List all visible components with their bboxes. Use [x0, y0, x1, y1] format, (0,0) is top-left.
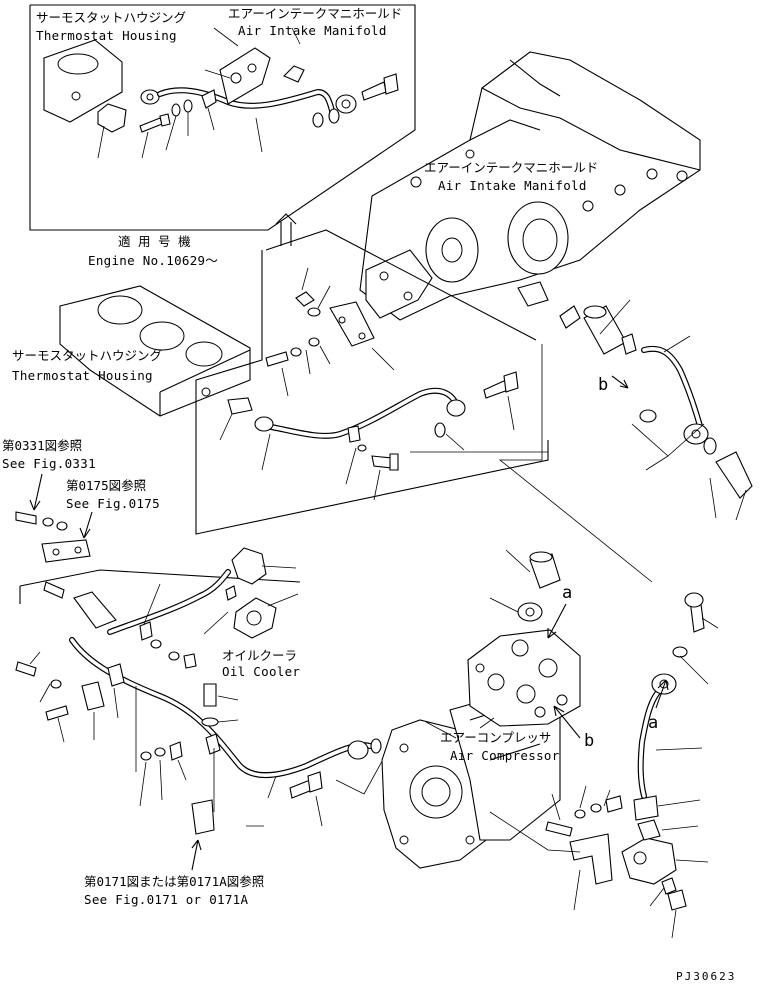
lower-bolt-3	[45, 705, 69, 721]
washer-left-2	[308, 337, 320, 347]
governor-valve	[621, 837, 677, 885]
marker-a-lower-arrow-icon	[655, 679, 669, 709]
fig0175-arrow-icon	[79, 511, 93, 539]
connector-fitting	[227, 397, 253, 415]
inset-thermostat-jp: サーモスタットハウジング	[36, 10, 186, 25]
inset-washer-1	[171, 103, 181, 117]
oil-cooler-elbow	[231, 547, 267, 585]
clip-middle	[347, 425, 361, 443]
connector-elbow	[637, 819, 661, 841]
air-compressor: a b a エアーコンプレッサ Air Compressor	[381, 549, 719, 939]
inset-washer-2	[183, 99, 193, 113]
pipe-eye-end	[347, 740, 369, 760]
marker-b-upper: b	[598, 375, 608, 395]
lower-pipe-assembly: オイルクーラ Oil Cooler	[15, 547, 387, 907]
marker-b-lower-arrow-icon	[553, 705, 581, 739]
inset-clip	[201, 89, 217, 109]
pipe-clamp-mid	[205, 733, 221, 755]
marker-b-lower: b	[584, 731, 594, 751]
compressor-bracket	[569, 833, 613, 885]
engine-number-note: 適 用 号 機 Engine No.10629～	[88, 213, 297, 268]
drawing-id: PJ30623	[676, 970, 736, 983]
compressor-head	[467, 629, 581, 727]
engine-no-jp: 適 用 号 機	[118, 234, 191, 249]
banjo-bolt	[715, 451, 753, 499]
air-intake-manifold: エアーインテークマニホールド Air Intake Manifold	[359, 51, 701, 321]
inset-manifold-jp: エアーインテークマニホールド	[228, 6, 402, 21]
head-port-2	[538, 658, 558, 678]
pipe-clip-1	[139, 621, 153, 641]
inset-elbow-fitting	[97, 103, 127, 133]
lower-bracket-3	[191, 799, 215, 835]
marker-b-arrow-icon	[611, 375, 629, 389]
nut-lower-right	[667, 889, 687, 911]
gasket-small	[639, 409, 657, 423]
oil-cooler-en: Oil Cooler	[222, 664, 300, 679]
oil-cooler-pipe	[107, 569, 231, 635]
compressor-jp: エアーコンプレッサ	[440, 730, 551, 745]
bolt-left	[265, 351, 289, 367]
clamp-bracket	[329, 301, 375, 347]
head-port-1	[511, 639, 529, 657]
washer-middle	[434, 422, 446, 438]
inset-manifold-en: Air Intake Manifold	[238, 23, 387, 38]
bracket-bolt	[545, 821, 573, 837]
oil-cooler-jp: オイルクーラ	[222, 648, 297, 663]
bolt-bottom	[371, 455, 393, 469]
marker-a-arrow-icon	[547, 603, 567, 639]
hose-assembly: b	[559, 299, 753, 521]
fig0175-jp: 第0175図参照	[66, 478, 146, 493]
middle-pipe	[263, 387, 459, 439]
engine-no-en: Engine No.10629～	[88, 253, 218, 268]
lower-bolt-1	[43, 581, 65, 599]
fig0171-jp: 第0171図または第0171A図参照	[84, 874, 264, 889]
lower-bolt-2	[15, 661, 37, 677]
inset-manifold-block	[219, 47, 271, 105]
manifold-flange	[365, 249, 433, 319]
route-line-upper	[498, 344, 653, 583]
washer-top-1	[307, 307, 321, 317]
marker-a-upper: a	[562, 583, 572, 603]
manifold-en: Air Intake Manifold	[438, 178, 587, 193]
thermostat-housing: サーモスタットハウジング Thermostat Housing	[12, 285, 251, 417]
inset-detail: サーモスタットハウジング Thermostat Housing エアーインテーク…	[29, 4, 416, 231]
nut-top	[295, 291, 315, 307]
head-port-3	[487, 673, 505, 691]
lower-bracket-1	[73, 591, 117, 629]
inset-bolt	[139, 117, 163, 133]
inset-frame	[29, 4, 416, 231]
head-port-4	[516, 684, 536, 704]
middle-pipe-assembly	[195, 229, 549, 535]
hose-clamp-2	[621, 333, 637, 355]
middle-frame	[265, 229, 537, 341]
fig0171-arrow-icon	[191, 839, 202, 871]
lower-bolt-4	[203, 683, 217, 707]
lower-bracket-2	[81, 681, 105, 711]
manifold-connector	[517, 281, 549, 307]
fig0331-arrow-icon	[29, 473, 43, 511]
route-line-lower	[489, 811, 581, 853]
eye-joint-middle	[446, 399, 466, 417]
ref-bolt	[15, 511, 37, 525]
marker-a-lower: a	[648, 713, 658, 733]
pipe-clamp-lower	[107, 663, 125, 687]
fig0331-jp: 第0331図参照	[2, 438, 82, 453]
thermostat-jp: サーモスタットハウジング	[12, 348, 162, 363]
fig0175-en: See Fig.0175	[66, 496, 160, 511]
fig-references-left: 第0331図参照 See Fig.0331 第0175図参照 See Fig.0…	[2, 438, 160, 563]
thermostat-en: Thermostat Housing	[12, 368, 153, 383]
inset-eye-bolt	[361, 81, 387, 101]
ref-bracket	[41, 539, 91, 563]
hose-clamp-1	[559, 305, 581, 329]
fig0331-en: See Fig.0331	[2, 456, 96, 471]
inset-thermostat-en: Thermostat Housing	[36, 28, 177, 43]
pipe-nut	[633, 795, 659, 821]
washer-right	[703, 437, 717, 455]
fig0171-en: See Fig.0171 or 0171A	[84, 892, 249, 907]
compressor-en: Air Compressor	[450, 748, 560, 763]
lower-frame	[19, 569, 301, 587]
washer-left-1	[290, 347, 302, 357]
manifold-jp: エアーインテークマニホールド	[424, 160, 598, 175]
